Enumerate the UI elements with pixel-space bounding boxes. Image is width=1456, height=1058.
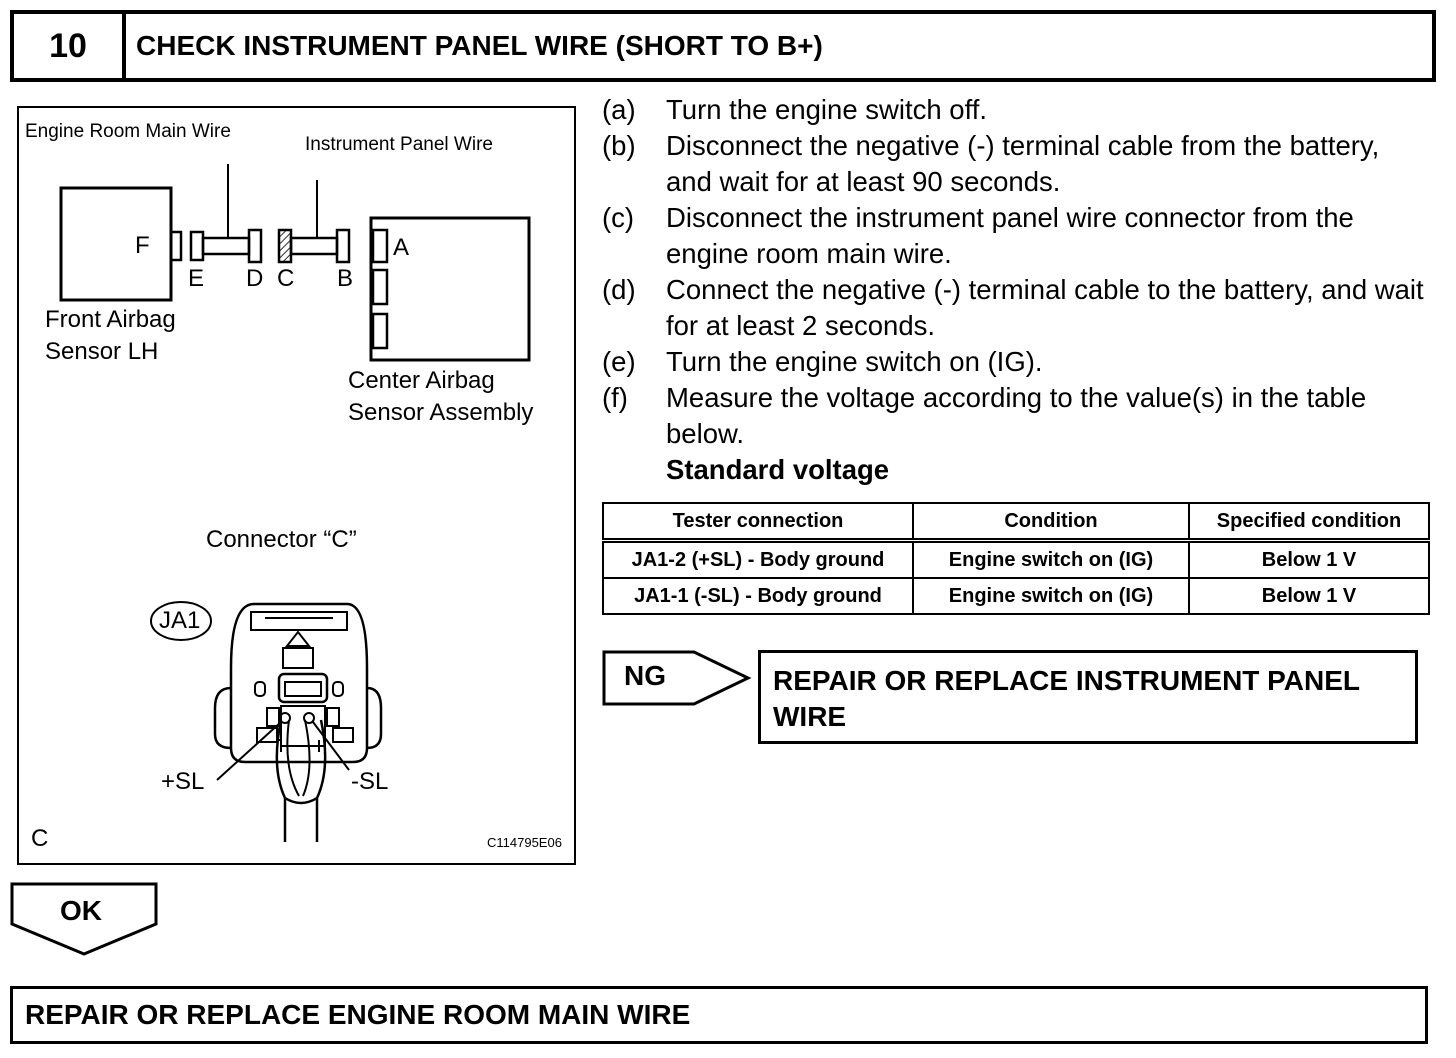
plus-sl-label: +SL <box>161 768 205 795</box>
ok-label: OK <box>60 895 102 926</box>
step-f: (f) Measure the voltage according to the… <box>602 380 1432 452</box>
connector-c-hatched <box>277 228 293 264</box>
connector-b <box>335 228 351 264</box>
step-d: (d) Connect the negative (-) terminal ca… <box>602 272 1432 344</box>
connector-f-label: F <box>135 232 150 259</box>
connector-a <box>371 228 389 264</box>
table-row: JA1-2 (+SL) - Body ground Engine switch … <box>602 539 1430 579</box>
engine-room-main-wire-label: Engine Room Main Wire <box>25 121 231 142</box>
connector-a-label: A <box>393 234 410 261</box>
wire-segment-cb <box>289 236 339 256</box>
cell-tester-connection: JA1-2 (+SL) - Body ground <box>602 539 914 579</box>
leader-plus-sl <box>216 721 282 781</box>
connector-d-label: D <box>246 265 264 292</box>
center-sensor-label-1: Center Airbag <box>348 367 495 394</box>
step-e: (e) Turn the engine switch on (IG). <box>602 344 1432 380</box>
connector-c-label: C <box>277 265 295 292</box>
connector-face <box>150 601 383 842</box>
step-text: Disconnect the negative (-) terminal cab… <box>666 130 1380 197</box>
step-text: Turn the engine switch on (IG). <box>666 346 1043 377</box>
connector-right-ear <box>366 686 383 750</box>
instrument-panel-wire-label: Instrument Panel Wire <box>305 134 493 155</box>
corner-letter: C <box>31 825 49 852</box>
step-label: (d) <box>602 274 636 305</box>
step-label: (c) <box>602 202 635 233</box>
header-specified-condition: Specified condition <box>1188 502 1430 543</box>
connector-b-label: B <box>337 265 354 292</box>
figure-code: C114795E06 <box>487 835 562 850</box>
front-sensor-label-1: Front Airbag <box>45 306 176 333</box>
cell-condition: Engine switch on (IG) <box>912 539 1190 579</box>
cell-condition: Engine switch on (IG) <box>912 577 1190 615</box>
step-header: 10 CHECK INSTRUMENT PANEL WIRE (SHORT TO… <box>10 10 1436 82</box>
pin-plus-sl <box>279 712 291 724</box>
table-header-row: Tester connection Condition Specified co… <box>602 502 1430 543</box>
wiring-diagram <box>59 164 531 842</box>
center-sensor-label-2: Sensor Assembly <box>348 399 534 426</box>
pin-minus-sl <box>303 712 315 724</box>
step-c: (c) Disconnect the instrument panel wire… <box>602 200 1432 272</box>
step-b: (b) Disconnect the negative (-) terminal… <box>602 128 1432 200</box>
header-condition: Condition <box>912 502 1190 543</box>
step-number: 10 <box>14 14 126 78</box>
step-a: (a) Turn the engine switch off. <box>602 92 1432 128</box>
step-text: Measure the voltage according to the val… <box>666 382 1367 449</box>
step-label: (e) <box>602 346 636 377</box>
step-label: (a) <box>602 94 636 125</box>
front-sensor-label-2: Sensor LH <box>45 338 159 365</box>
standard-voltage-heading: Standard voltage <box>666 454 890 485</box>
connector-id-oval <box>150 601 212 641</box>
ng-arrow-shape <box>602 650 752 706</box>
header-tester-connection: Tester connection <box>602 502 914 543</box>
cell-tester-connection: JA1-1 (-SL) - Body ground <box>602 577 914 615</box>
connector-id-label: JA1 <box>159 607 201 634</box>
connector-slot-2 <box>371 268 389 306</box>
minus-sl-label: -SL <box>351 768 389 795</box>
step-text: Connect the negative (-) terminal cable … <box>666 274 1424 341</box>
ng-label: NG <box>624 660 666 691</box>
ok-arrow-shape <box>10 882 158 956</box>
wire-segment-ed <box>201 236 251 256</box>
step-text: Turn the engine switch off. <box>666 94 988 125</box>
connector-d <box>247 228 263 264</box>
connector-f <box>169 230 183 262</box>
connector-left-ear <box>213 686 232 750</box>
connector-latch <box>250 611 348 631</box>
connector-c-title: Connector “C” <box>206 526 357 553</box>
leader-minus-sl <box>312 721 350 771</box>
connector-e-label: E <box>188 265 205 292</box>
connector-slot-3 <box>371 312 389 350</box>
step-label: (b) <box>602 130 636 161</box>
final-action-box: REPAIR OR REPLACE ENGINE ROOM MAIN WIRE <box>10 986 1428 1044</box>
cell-specified-condition: Below 1 V <box>1188 577 1430 615</box>
ng-action-box: REPAIR OR REPLACE INSTRUMENT PANEL WIRE <box>758 650 1418 744</box>
step-text: Disconnect the instrument panel wire con… <box>666 202 1354 269</box>
front-sensor-box <box>59 186 173 302</box>
cell-specified-condition: Below 1 V <box>1188 539 1430 579</box>
connector-arrow <box>284 630 312 647</box>
step-label: (f) <box>602 382 628 413</box>
instruction-steps: (a) Turn the engine switch off. (b) Disc… <box>602 92 1432 488</box>
center-sensor-box <box>369 216 531 362</box>
table-row: JA1-1 (-SL) - Body ground Engine switch … <box>602 577 1430 615</box>
step-title: CHECK INSTRUMENT PANEL WIRE (SHORT TO B+… <box>136 30 823 61</box>
connector-e <box>189 230 205 262</box>
wiring-figure: Engine Room Main Wire Instrument Panel W… <box>17 106 576 865</box>
spec-table: Tester connection Condition Specified co… <box>602 502 1430 615</box>
